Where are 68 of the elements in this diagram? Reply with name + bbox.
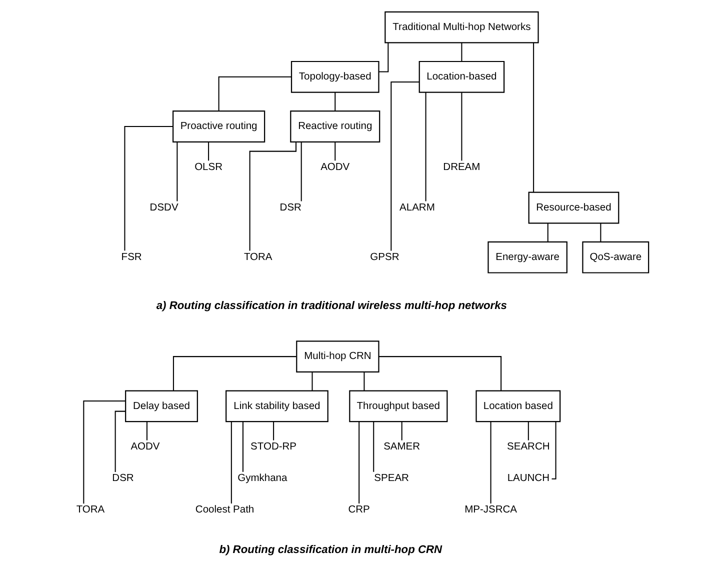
node-box: Link stability based [225, 390, 328, 422]
connector [230, 422, 232, 504]
connector [242, 422, 243, 472]
connector [334, 142, 336, 161]
node-text: DSR [279, 202, 301, 214]
connector [248, 142, 296, 251]
node-box: Topology-based [290, 60, 379, 93]
node-text: AODV [130, 441, 160, 452]
node-text: ALARM [399, 202, 434, 214]
node-text: LAUNCH [506, 473, 549, 484]
node-text: DSR [112, 473, 134, 484]
connector [82, 400, 126, 504]
connector [358, 422, 360, 504]
connector [400, 422, 402, 440]
node-text: CRP [348, 504, 370, 516]
node-box: Energy-aware [487, 241, 567, 274]
connector [124, 126, 172, 251]
node-box: Location-based [418, 60, 504, 93]
node-text: SPEAR [374, 473, 408, 484]
node-text: DSDV [149, 202, 178, 214]
node-box: Location based [475, 390, 560, 422]
connector [546, 223, 548, 242]
node-text: OLSR [194, 162, 222, 173]
node-text: SAMER [383, 441, 420, 452]
node-text: FSR [120, 252, 142, 264]
node-text: AODV [320, 162, 350, 173]
label: a) Routing classification in traditional wireless multi-hop networks [156, 300, 506, 312]
node-text: TORA [76, 504, 104, 516]
node-box: Traditional Multi-hop Networks [384, 11, 538, 44]
connector [490, 422, 491, 504]
node-box: Resource-based [528, 192, 619, 224]
connector [532, 43, 534, 192]
connector [390, 82, 419, 251]
connector [460, 42, 462, 62]
node-box: Reactive routing [290, 110, 380, 142]
node-text: SEARCH [506, 441, 550, 452]
node-box: Delay based [124, 390, 198, 422]
connector [176, 142, 178, 202]
node-text: Coolest Path [194, 504, 254, 516]
node-box: Throughput based [348, 390, 448, 422]
node-text: DREAM [442, 162, 480, 173]
connector [460, 92, 462, 161]
connector [378, 356, 502, 391]
connector [424, 92, 426, 202]
connector [114, 410, 126, 472]
node-box: QoS-aware [582, 241, 649, 274]
connector [218, 76, 291, 112]
connector [363, 372, 364, 391]
node-text: MP-JSRCA [464, 504, 516, 516]
connector [272, 422, 274, 440]
connector [378, 42, 388, 72]
node-text: Gymkhana [237, 473, 287, 484]
label: b) Routing classification in multi-hop CRN [218, 544, 442, 556]
node-text: TORA [244, 252, 272, 264]
node-box: Proactive routing [172, 110, 265, 142]
node-box: Multi-hop CRN [296, 340, 379, 373]
connector [208, 142, 209, 161]
connector [600, 223, 601, 242]
connector [300, 142, 302, 202]
node-text: GPSR [370, 252, 399, 264]
connector [334, 92, 336, 111]
connector [527, 422, 528, 440]
connector [146, 422, 147, 440]
connector [372, 422, 374, 472]
connector [311, 372, 312, 391]
connector [172, 356, 296, 391]
node-text: STOD-RP [250, 441, 296, 452]
connector [551, 422, 556, 480]
